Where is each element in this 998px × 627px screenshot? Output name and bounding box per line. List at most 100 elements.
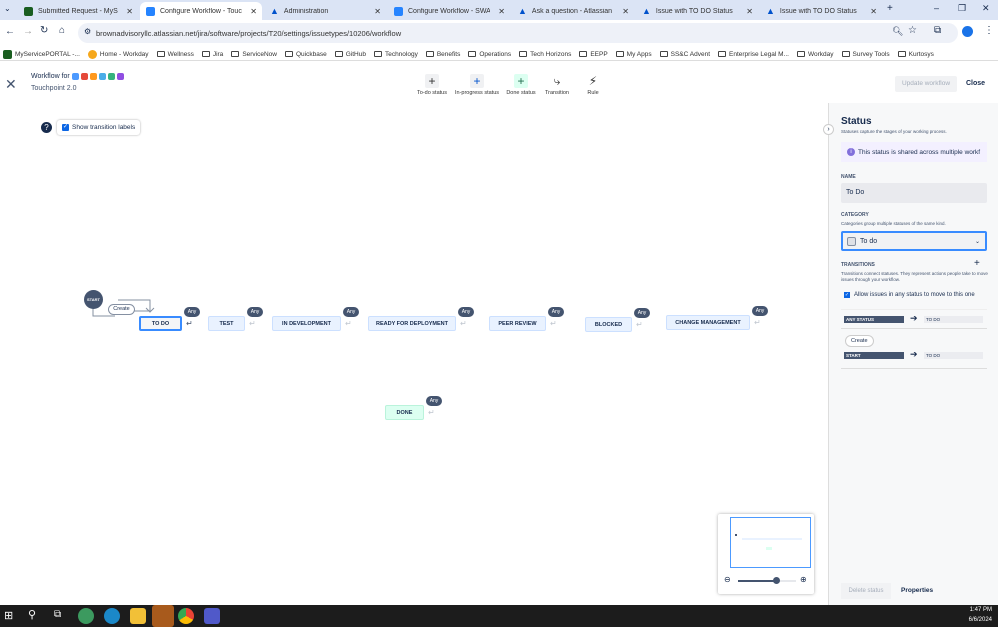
bookmark-star-icon[interactable]: ☆ [908, 25, 917, 36]
close-tab-icon[interactable]: ✕ [622, 6, 629, 16]
windows-start-icon[interactable]: ⊞ [4, 610, 14, 622]
status-node-in-development[interactable]: IN DEVELOPMENT [272, 316, 341, 331]
new-tab-icon[interactable]: + [887, 3, 893, 14]
task-view-icon[interactable]: ⧉ [54, 609, 62, 620]
any-transition-badge[interactable]: Any [343, 307, 359, 317]
add-transition-button[interactable]: ⤷Transition [532, 74, 582, 96]
teams-icon[interactable] [204, 608, 220, 624]
bookmark-item[interactable]: Enterprise Legal M... [718, 48, 789, 60]
checkbox-checked-icon[interactable]: ✓ [844, 292, 850, 298]
zoom-out-icon[interactable]: ⊖ [724, 575, 731, 584]
add-done-status-button[interactable]: +Done status [496, 74, 546, 96]
site-info-icon[interactable]: ⚙ [84, 27, 92, 36]
maps-app-icon[interactable] [78, 608, 94, 624]
bookmark-item[interactable]: EEPP [579, 48, 608, 60]
zoom-search-icon[interactable]: 🔍︎ [892, 26, 904, 36]
profile-avatar-icon[interactable] [962, 26, 973, 37]
transition-name[interactable]: Create [845, 335, 874, 347]
menu-kebab-icon[interactable]: ⋮ [984, 25, 994, 36]
close-tab-icon[interactable]: ✕ [498, 6, 505, 16]
status-node-test[interactable]: TEST [208, 316, 245, 331]
create-transition-label[interactable]: Create [108, 304, 135, 315]
bookmark-item[interactable]: MyServicePORTAL -... [3, 48, 80, 60]
bookmark-item[interactable]: Survey Tools [841, 48, 890, 60]
edge-icon[interactable] [104, 608, 120, 624]
status-node-to-do[interactable]: TO DO [139, 316, 182, 331]
checkbox-checked-icon[interactable]: ✓ [62, 124, 69, 131]
url-text[interactable]: brownadvisoryllc.atlassian.net/jira/soft… [96, 29, 402, 38]
any-transition-badge[interactable]: Any [752, 306, 768, 316]
close-editor-icon[interactable]: ✕ [5, 76, 17, 92]
tab-administration[interactable]: ▲Administration✕ [264, 2, 386, 20]
bookmark-item[interactable]: Wellness [156, 48, 194, 60]
any-transition-badge[interactable]: Any [426, 396, 442, 406]
status-node-blocked[interactable]: BLOCKED [585, 317, 632, 332]
clock-time[interactable]: 1:47 PM [969, 607, 992, 613]
collapse-panel-icon[interactable]: › [823, 124, 834, 135]
status-node-change-management[interactable]: CHANGE MANAGEMENT [666, 315, 750, 330]
bookmark-item[interactable]: Jira [201, 48, 223, 60]
tab-submitted-request[interactable]: Submitted Request - MyService✕ [18, 2, 138, 20]
transition-row-create[interactable]: Create START ➔ TO DO [841, 332, 987, 369]
transition-row-any[interactable]: ANY STATUS ➔ TO DO [841, 309, 987, 329]
show-transition-labels-toggle[interactable]: ✓ Show transition labels [57, 120, 140, 135]
search-icon[interactable]: ⚲ [28, 609, 37, 621]
bookmark-item[interactable]: Operations [468, 48, 511, 60]
forward-icon[interactable]: → [23, 26, 33, 37]
category-select[interactable]: To do ⌄ [841, 231, 987, 251]
workflow-canvas[interactable]: ? ✓ Show transition labels START Create … [0, 103, 828, 605]
bookmark-item[interactable]: Benefits [425, 48, 460, 60]
status-name-input[interactable]: To Do [841, 183, 987, 203]
bookmark-item[interactable]: ServiceNow [231, 48, 277, 60]
delete-status-button[interactable]: Delete status [841, 583, 891, 599]
any-transition-badge[interactable]: Any [548, 307, 564, 317]
close-tab-icon[interactable]: ✕ [374, 6, 381, 16]
bookmark-item[interactable]: GitHub [334, 48, 366, 60]
bookmark-item[interactable]: Tech Horizons [519, 48, 571, 60]
any-transition-badge[interactable]: Any [458, 307, 474, 317]
bookmark-item[interactable]: Quickbase [285, 48, 327, 60]
properties-tab[interactable]: Properties [901, 587, 934, 594]
tab-ask-a-question[interactable]: ▲Ask a question - Atlassian Com✕ [512, 2, 634, 20]
close-tab-icon[interactable]: ✕ [126, 6, 133, 16]
restore-icon[interactable]: ❐ [958, 3, 967, 13]
minimap-viewport[interactable] [730, 517, 811, 568]
zoom-in-icon[interactable]: ⊕ [800, 575, 807, 584]
tab-issue-todo-1[interactable]: ▲Issue with TO DO Status✕ [636, 2, 758, 20]
chrome-icon[interactable] [178, 608, 194, 624]
zoom-slider[interactable] [738, 577, 796, 584]
bookmark-item[interactable]: SS&C Advent [659, 48, 710, 60]
add-rule-button[interactable]: ⚡︎Rule [568, 74, 618, 96]
bookmark-item[interactable]: Home - Workday [87, 48, 149, 60]
back-icon[interactable]: ← [5, 26, 15, 37]
close-tab-icon[interactable]: ✕ [746, 6, 753, 16]
omnibox[interactable] [78, 23, 958, 43]
close-button[interactable]: Close [966, 80, 986, 87]
status-node-done[interactable]: DONE [385, 405, 424, 420]
file-explorer-icon[interactable] [130, 608, 146, 624]
bookmark-item[interactable]: Technology [373, 48, 418, 60]
extensions-icon[interactable]: ⧉ [934, 25, 942, 36]
add-inprogress-status-button[interactable]: +In-progress status [452, 74, 502, 96]
status-node-ready-for-deployment[interactable]: READY FOR DEPLOYMENT [368, 316, 456, 331]
add-transition-plus-icon[interactable]: + [974, 258, 980, 269]
status-node-peer-review[interactable]: PEER REVIEW [489, 316, 546, 331]
bookmark-item[interactable]: Kurtosys [897, 48, 934, 60]
help-icon[interactable]: ? [41, 122, 52, 133]
update-workflow-button[interactable]: Update workflow [895, 76, 957, 92]
home-icon[interactable]: ⌂ [59, 25, 66, 36]
close-tab-icon[interactable]: ✕ [870, 6, 877, 16]
minimize-icon[interactable]: – [934, 3, 940, 13]
tab-list-chevron-icon[interactable]: ⌄ [4, 4, 11, 13]
zoom-slider-handle[interactable] [772, 577, 780, 584]
any-transition-badge[interactable]: Any [184, 307, 200, 317]
bookmark-item[interactable]: My Apps [615, 48, 652, 60]
any-transition-badge[interactable]: Any [634, 308, 650, 318]
outlook-icon[interactable] [152, 605, 174, 627]
reload-icon[interactable]: ↻ [40, 25, 49, 36]
tab-issue-todo-2[interactable]: ▲Issue with TO DO Status✕ [760, 2, 882, 20]
tab-configure-workflow-touchpoint[interactable]: Configure Workflow - Touchpoi✕ [140, 2, 262, 20]
allow-any-status-checkbox[interactable]: ✓ Allow issues in any status to move to … [844, 292, 975, 298]
window-close-icon[interactable]: ✕ [982, 3, 990, 13]
tab-configure-workflow-swat[interactable]: Configure Workflow - SWAT - I✕ [388, 2, 510, 20]
